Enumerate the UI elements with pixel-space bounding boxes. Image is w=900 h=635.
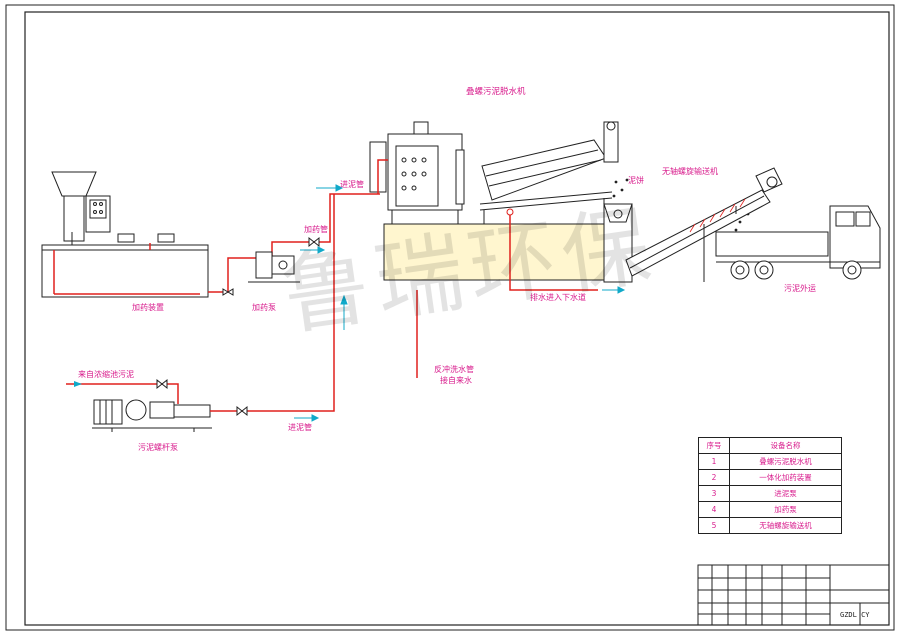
dewater-title-label: 叠螺污泥脱水机	[466, 87, 526, 97]
sludge-pump-label: 污泥螺杆泵	[138, 443, 178, 452]
filtrate-label: 排水进入下水道	[530, 293, 586, 302]
table-cell-no: 4	[698, 501, 730, 518]
table-cell-name: 叠螺污泥脱水机	[729, 453, 842, 470]
feed-pipe-bottom-label: 进泥管	[288, 423, 312, 432]
dosing-unit-label: 加药装置	[132, 303, 164, 312]
feed-pipe-top-label: 进泥管	[340, 180, 364, 189]
table-row: 2 一体化加药装置	[698, 469, 842, 486]
inner-frame	[24, 11, 890, 626]
sludge-screw-pump	[92, 399, 212, 432]
valve-icon	[156, 378, 248, 417]
truck	[715, 205, 881, 280]
table-row: 1 叠螺污泥脱水机	[698, 453, 842, 470]
feed-pipe-to-machine	[377, 159, 388, 194]
equipment-table: 序号 设备名称 1 叠螺污泥脱水机 2 一体化加药装置 3 进泥泵 4 加药泵 …	[698, 437, 842, 534]
source-label: 来自浓缩池污泥	[78, 370, 134, 379]
table-header-row: 序号 设备名称	[698, 437, 842, 454]
table-cell-name: 加药泵	[729, 501, 842, 518]
table-cell-no: 1	[698, 453, 730, 470]
dosing-unit	[41, 171, 209, 298]
outer-frame	[5, 4, 895, 631]
shaftless-screw-conveyor	[603, 167, 783, 283]
table-cell-name: 一体化加药装置	[729, 469, 842, 486]
truck-label: 污泥外运	[784, 284, 816, 293]
cake-label: 泥饼	[628, 176, 644, 185]
table-row: 3 进泥泵	[698, 485, 842, 502]
dosing-pump-label: 加药泵	[252, 303, 276, 312]
dosing-pipe-label: 加药管	[304, 225, 328, 234]
flow-arrow-icon	[294, 184, 626, 422]
backwash-label-2: 接自来水	[440, 376, 472, 385]
table-header-no: 序号	[698, 437, 730, 454]
dosing-line	[208, 193, 380, 293]
table-cell-name: 进泥泵	[729, 485, 842, 502]
backwash-label: 反冲洗水管	[434, 365, 474, 374]
dewatering-machine	[369, 121, 619, 281]
table-row: 4 加药泵	[698, 501, 842, 518]
conveyor-label: 无轴螺旋输送机	[662, 167, 718, 176]
filtrate-line	[509, 215, 598, 291]
valve-icon	[222, 236, 320, 296]
table-row: 5 无轴螺旋输送机	[698, 517, 842, 534]
table-header-name: 设备名称	[729, 437, 842, 454]
drawing-code: GZDL CY	[840, 611, 870, 619]
sludge-feed-line	[66, 194, 335, 412]
dosing-pump	[248, 251, 300, 283]
conveyor-screw-flight	[689, 198, 746, 233]
table-cell-no: 3	[698, 485, 730, 502]
title-block	[697, 564, 890, 626]
flow-arrow-icon	[74, 381, 82, 387]
table-cell-no: 5	[698, 517, 730, 534]
table-cell-name: 无轴螺旋输送机	[729, 517, 842, 534]
table-cell-no: 2	[698, 469, 730, 486]
